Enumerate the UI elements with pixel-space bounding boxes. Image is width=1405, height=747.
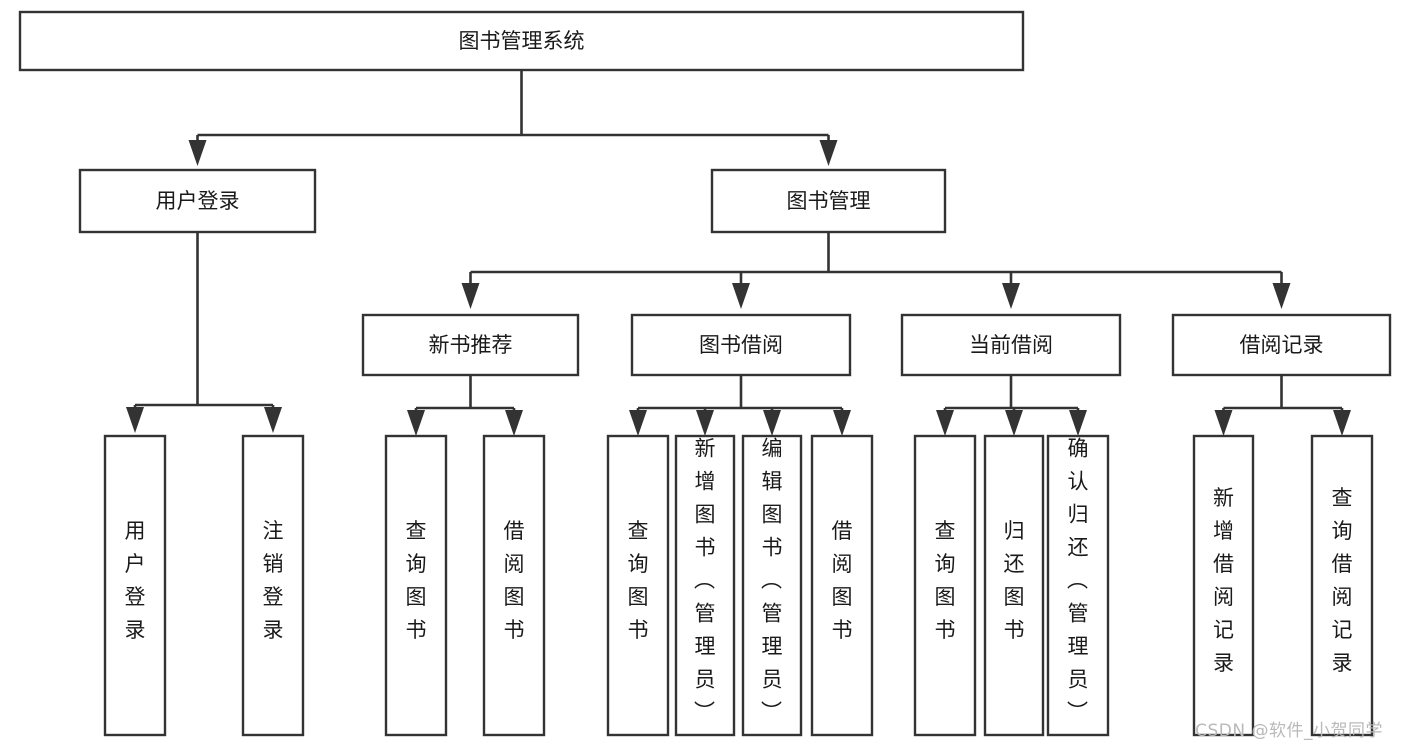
node-new-book-recommend-label: 新书推荐	[429, 333, 513, 357]
node-leaf-add-record-label: 新增借阅记录	[1213, 486, 1234, 675]
node-leaf-borrow-book-1-label: 借阅图书	[504, 519, 525, 642]
node-leaf-query-book-1-label: 查询图书	[406, 519, 427, 642]
node-root-book-management-system-rect	[18, 10, 1025, 72]
node-current-borrow-label: 当前借阅	[969, 333, 1053, 357]
node-new-book-recommend[interactable]: 新书推荐	[361, 313, 580, 377]
arrowhead-to-leaf-add-record	[1214, 410, 1233, 436]
node-leaf-add-record[interactable]: 新增借阅记录	[1192, 434, 1255, 737]
node-leaf-user-logout-rect	[241, 434, 305, 737]
arrowhead-to-leaf-user-logout	[264, 407, 282, 433]
arrowhead-to-borrow-record	[1272, 283, 1291, 309]
node-book-borrow-label: 图书借阅	[699, 333, 783, 357]
node-leaf-return-book[interactable]: 归还图书	[983, 434, 1045, 737]
node-book-borrow-rect	[630, 313, 852, 377]
arrowhead-to-leaf-query-book-2	[629, 410, 647, 436]
node-leaf-confirm-return-rect	[1046, 434, 1110, 737]
node-leaf-borrow-book-2-rect	[810, 434, 874, 737]
node-leaf-query-record-label: 查询借阅记录	[1332, 486, 1353, 675]
arrowhead-to-leaf-user-login	[126, 407, 144, 433]
node-leaf-query-record-rect	[1310, 434, 1374, 737]
node-book-manage[interactable]: 图书管理	[710, 168, 947, 234]
node-leaf-user-login[interactable]: 用户登录	[103, 434, 167, 737]
arrowhead-to-user-login	[188, 140, 207, 166]
node-leaf-edit-book[interactable]: 编辑图书（管理员）	[741, 434, 803, 737]
node-leaf-confirm-return-label: 确认归还（管理员）	[1067, 437, 1089, 725]
node-leaf-confirm-return[interactable]: 确认归还（管理员）	[1046, 434, 1110, 737]
node-borrow-record-label: 借阅记录	[1240, 333, 1324, 357]
node-leaf-borrow-book-2[interactable]: 借阅图书	[810, 434, 874, 737]
node-leaf-user-logout[interactable]: 注销登录	[241, 434, 305, 737]
node-leaf-query-book-3-label: 查询图书	[935, 519, 956, 642]
node-leaf-query-book-1-rect	[384, 434, 448, 737]
node-leaf-add-book-rect	[674, 434, 736, 737]
arrowhead-to-leaf-query-record	[1333, 410, 1351, 436]
node-current-borrow[interactable]: 当前借阅	[900, 313, 1122, 377]
arrowhead-to-leaf-query-book-3	[936, 410, 954, 436]
node-leaf-query-book-3-rect	[913, 434, 977, 737]
arrowhead-to-leaf-confirm-return	[1069, 410, 1087, 436]
node-leaf-borrow-book-1-rect	[482, 434, 546, 737]
node-user-login[interactable]: 用户登录	[78, 168, 317, 234]
node-leaf-add-book[interactable]: 新增图书（管理员）	[674, 434, 736, 737]
node-leaf-edit-book-label: 编辑图书（管理员）	[761, 437, 783, 725]
node-user-login-label: 用户登录	[156, 189, 240, 213]
node-book-manage-label: 图书管理	[787, 189, 871, 213]
node-new-book-recommend-rect	[361, 313, 580, 377]
node-borrow-record-rect	[1171, 313, 1392, 377]
node-user-login-rect	[78, 168, 317, 234]
arrowhead-to-book-manage	[819, 140, 838, 166]
node-leaf-return-book-rect	[983, 434, 1045, 737]
node-leaf-add-book-label: 新增图书（管理员）	[694, 437, 716, 725]
node-leaf-query-book-2[interactable]: 查询图书	[606, 434, 670, 737]
node-leaf-borrow-book-2-label: 借阅图书	[832, 519, 853, 642]
node-leaf-add-record-rect	[1192, 434, 1255, 737]
node-leaf-user-logout-label: 注销登录	[263, 519, 284, 642]
arrowhead-to-new-book-recommend	[461, 283, 480, 309]
node-root-book-management-system-label: 图书管理系统	[459, 29, 585, 53]
arrowhead-to-leaf-add-book	[696, 410, 714, 436]
node-leaf-query-book-1[interactable]: 查询图书	[384, 434, 448, 737]
node-book-manage-rect	[710, 168, 947, 234]
csdn-watermark: CSDN @软件_小贺同学	[1195, 721, 1383, 741]
node-current-borrow-rect	[900, 313, 1122, 377]
node-leaf-edit-book-rect	[741, 434, 803, 737]
arrowhead-to-current-borrow	[1002, 283, 1020, 309]
arrowhead-to-leaf-borrow-book-2	[833, 410, 851, 436]
connectors-layer	[126, 70, 1351, 436]
node-leaf-user-login-label: 用户登录	[125, 519, 146, 642]
arrowhead-to-leaf-query-book-1	[407, 410, 425, 436]
node-leaf-query-book-2-rect	[606, 434, 670, 737]
node-leaf-user-login-rect	[103, 434, 167, 737]
node-leaf-query-book-3[interactable]: 查询图书	[913, 434, 977, 737]
node-leaf-query-book-2-label: 查询图书	[628, 519, 649, 642]
arrowhead-to-book-borrow	[732, 283, 750, 309]
arrowhead-to-leaf-borrow-book-1	[505, 410, 523, 436]
arrowhead-to-leaf-edit-book	[763, 410, 781, 436]
node-root-book-management-system[interactable]: 图书管理系统	[18, 10, 1025, 72]
node-leaf-query-record[interactable]: 查询借阅记录	[1310, 434, 1374, 737]
node-borrow-record[interactable]: 借阅记录	[1171, 313, 1392, 377]
nodes-layer: 图书管理系统用户登录图书管理新书推荐图书借阅当前借阅借阅记录用户登录注销登录查询…	[18, 10, 1392, 737]
node-leaf-borrow-book-1[interactable]: 借阅图书	[482, 434, 546, 737]
node-book-borrow[interactable]: 图书借阅	[630, 313, 852, 377]
node-leaf-return-book-label: 归还图书	[1004, 519, 1025, 642]
arrowhead-to-leaf-return-book	[1005, 410, 1023, 436]
